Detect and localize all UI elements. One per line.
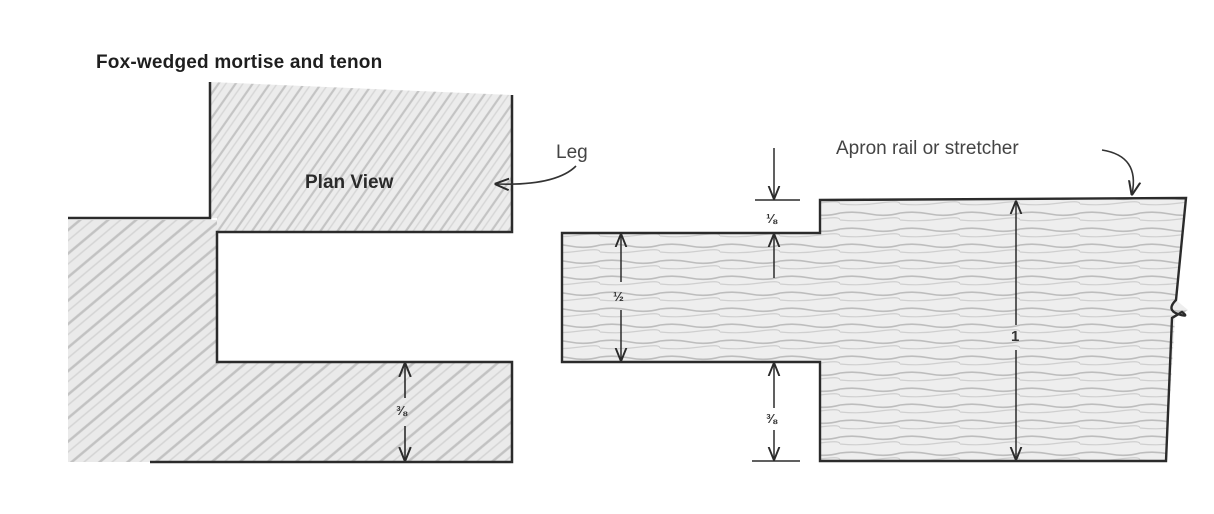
leg-outline-right [150,95,514,464]
leg-callout-label: Leg [556,142,588,163]
plan-view-label: Plan View [305,172,394,193]
elevation-view [560,148,1188,463]
leg-callout-arrow [496,165,577,184]
leg-upper-block [210,82,512,232]
tenon [562,233,822,362]
rail-outline [560,196,1188,463]
apron-callout-label: Apron rail or stretcher [836,138,1019,159]
dimension-plan-mortise-wall: ⅜ [396,403,407,418]
dimension-shoulder-top: ⅛ [766,211,777,226]
leg-body [68,220,512,462]
dimension-tenon-thickness: ½ [613,289,624,304]
dimension-shoulder-bottom: ⅜ [766,411,777,426]
apron-callout-arrow [1101,149,1133,194]
dimension-rail-width: 1 [1011,328,1020,345]
apron-rail [820,198,1188,461]
leg-outline-upper [68,82,212,220]
diagram-title: Fox-wedged mortise and tenon [96,52,383,73]
plan-view [68,82,577,464]
